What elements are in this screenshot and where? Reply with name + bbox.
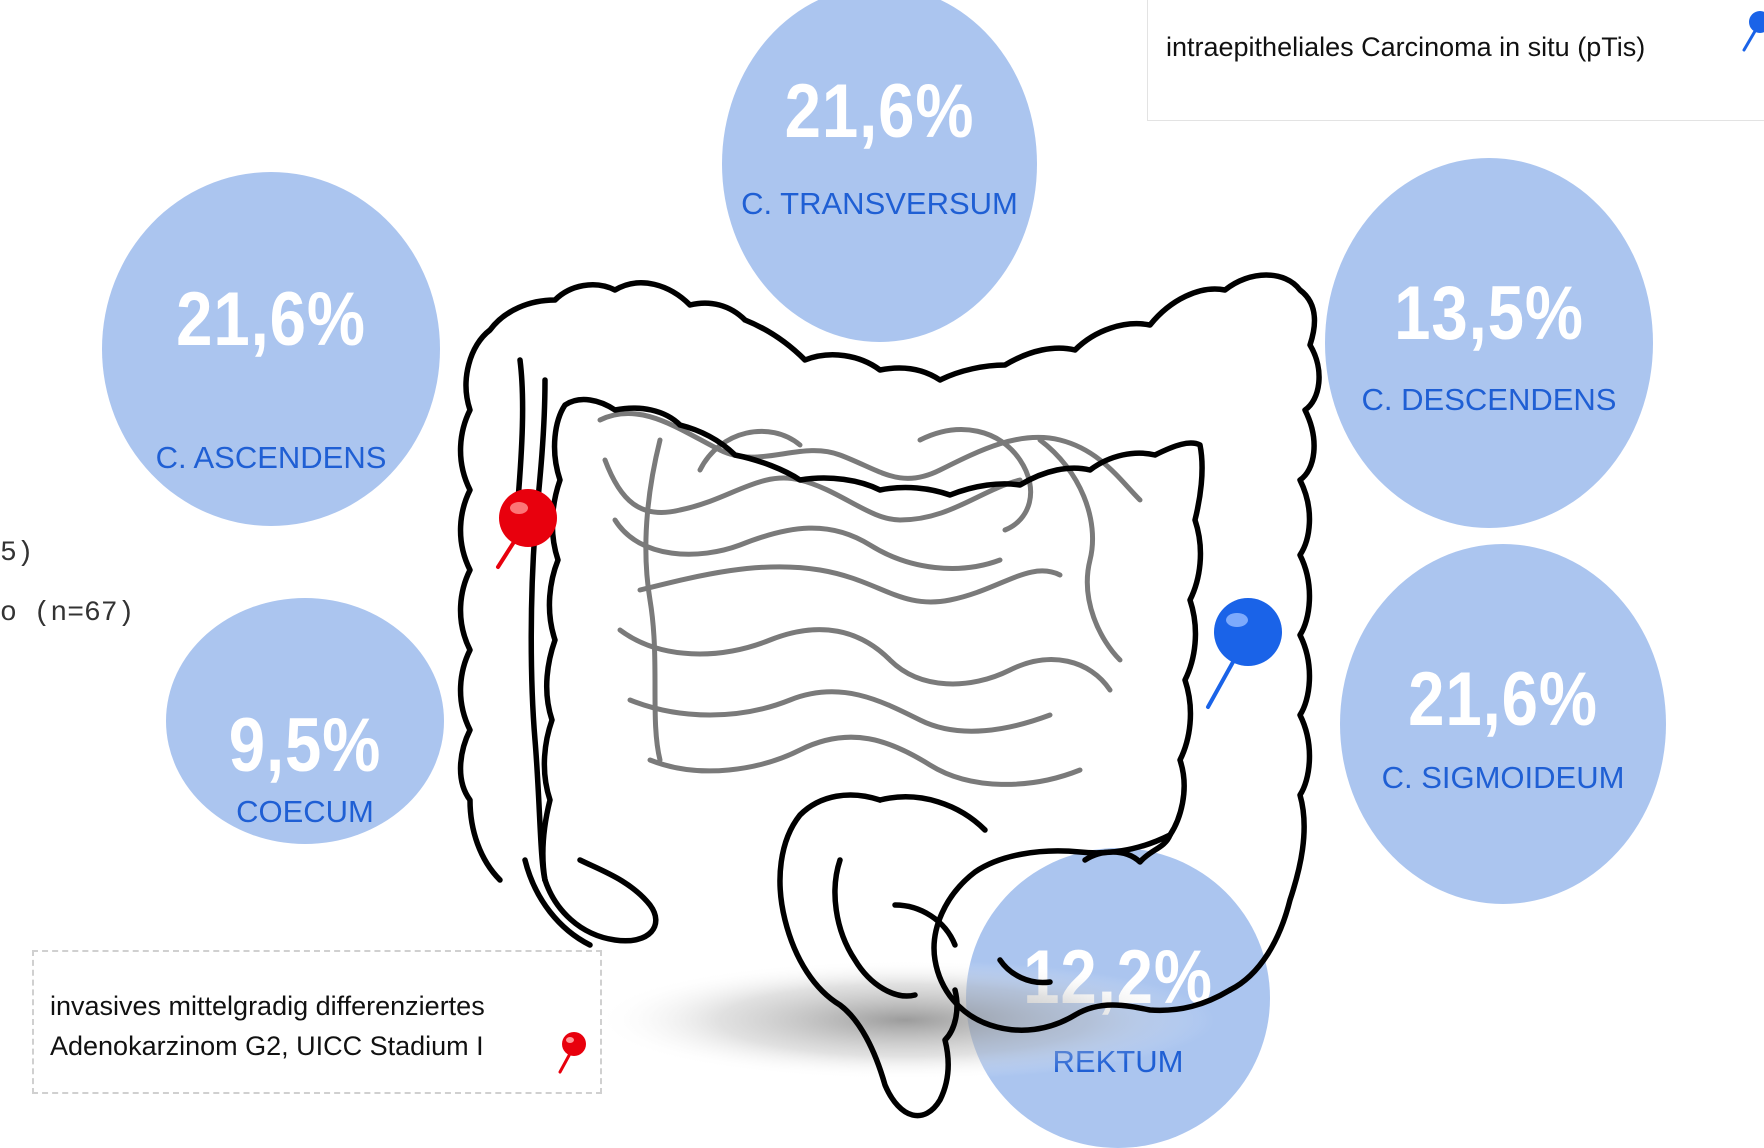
floor-shadow xyxy=(595,960,1215,1080)
colon-diagram: 5) o (n=67) 21,6% C. TRANSVERSUM 21,6% C… xyxy=(0,0,1764,1125)
legend-red-pin-line1: invasives mittelgradig differenziertes xyxy=(50,986,485,1026)
blue-pin-icon xyxy=(1208,598,1282,707)
red-pin-icon xyxy=(554,1028,594,1078)
red-pin-icon xyxy=(498,489,557,567)
legend-red-pin: invasives mittelgradig differenziertes A… xyxy=(32,950,602,1094)
blue-pin-icon xyxy=(1738,8,1764,68)
legend-blue-pin: intraepitheliales Carcinoma in situ (pTi… xyxy=(1147,0,1764,121)
legend-blue-pin-text: intraepitheliales Carcinoma in situ (pTi… xyxy=(1166,32,1645,63)
legend-red-pin-line2: Adenokarzinom G2, UICC Stadium I xyxy=(50,1026,485,1066)
legend-red-pin-text: invasives mittelgradig differenziertes A… xyxy=(50,986,485,1066)
